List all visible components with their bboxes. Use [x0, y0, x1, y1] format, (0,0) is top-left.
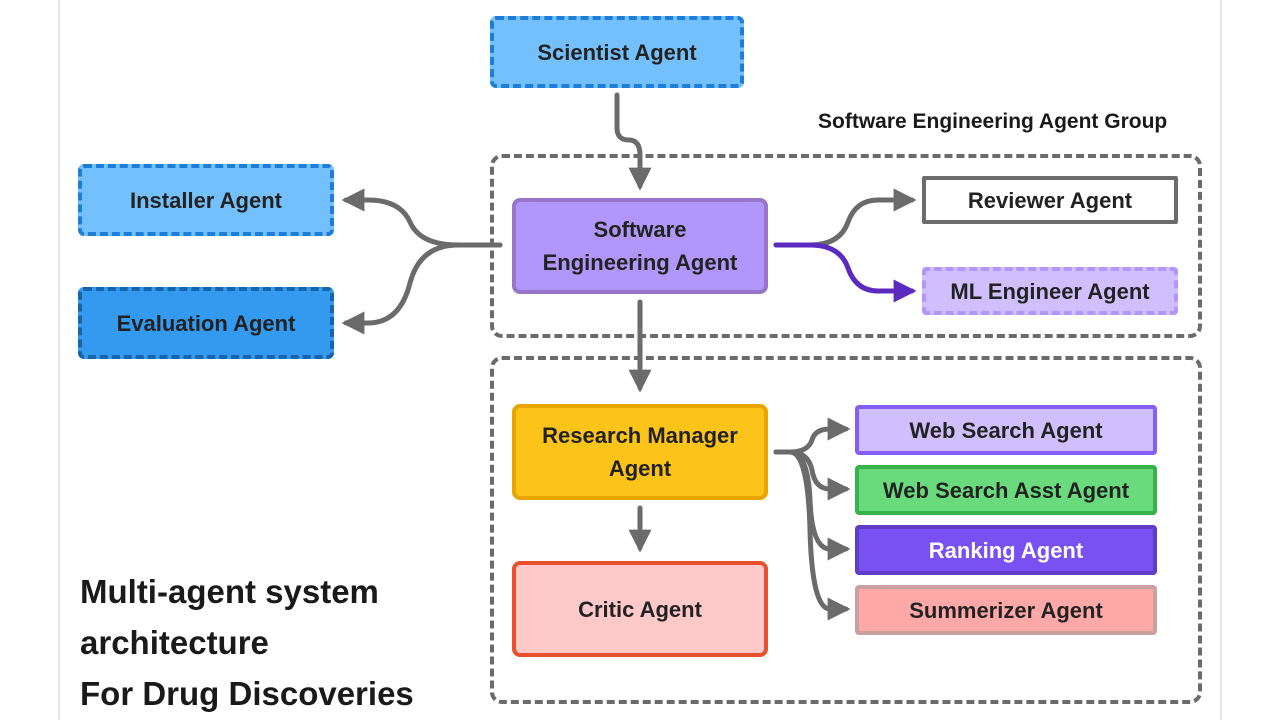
summerizer-agent-label: Summerizer Agent [909, 597, 1103, 623]
ranking-agent-node[interactable]: Ranking Agent [855, 525, 1157, 575]
title-line-1: Multi-agent system [80, 573, 379, 610]
web-search-asst-agent-label: Web Search Asst Agent [882, 477, 1130, 503]
evaluation-agent-label: Evaluation Agent [116, 310, 296, 336]
critic-agent-node[interactable]: Critic Agent [512, 561, 768, 657]
research-manager-agent-label: Research Manager Agent [542, 423, 738, 481]
scientist-agent-node[interactable]: Scientist Agent [490, 16, 744, 88]
frame-right-border [1220, 0, 1222, 720]
summerizer-agent-node[interactable]: Summerizer Agent [855, 585, 1157, 635]
edge-research-to-summerizer [773, 449, 851, 621]
diagram-title: Multi-agent system architecture For Drug… [80, 566, 414, 719]
research-manager-agent-node[interactable]: Research Manager Agent [512, 404, 768, 500]
scientist-agent-label: Scientist Agent [537, 39, 697, 65]
edge-software-to-evaluation [341, 242, 503, 335]
edge-software-to-reviewer [773, 188, 917, 248]
research-group [490, 356, 1202, 704]
ml-engineer-agent-label: ML Engineer Agent [950, 278, 1150, 304]
web-search-agent-label: Web Search Agent [909, 417, 1103, 443]
web-search-asst-agent-node[interactable]: Web Search Asst Agent [855, 465, 1157, 515]
critic-agent-label: Critic Agent [578, 596, 702, 622]
frame-left-border [58, 0, 60, 720]
installer-agent-node[interactable]: Installer Agent [78, 164, 334, 236]
software-engineering-agent-node[interactable]: Software Engineering Agent [512, 198, 768, 294]
software-engineering-agent-label: Software Engineering Agent [542, 217, 738, 275]
title-line-3: For Drug Discoveries [80, 675, 414, 712]
reviewer-agent-label: Reviewer Agent [967, 187, 1133, 213]
ml-engineer-agent-node[interactable]: ML Engineer Agent [922, 267, 1178, 315]
evaluation-agent-node[interactable]: Evaluation Agent [78, 287, 334, 359]
edge-research-to-websearch [773, 417, 851, 455]
reviewer-agent-node[interactable]: Reviewer Agent [922, 176, 1178, 224]
installer-agent-label: Installer Agent [130, 187, 282, 213]
title-line-2: architecture [80, 624, 269, 661]
edge-software-to-installer [341, 188, 503, 248]
edge-scientist-to-software [614, 92, 652, 191]
group-label: Software Engineering Agent Group [818, 110, 1168, 133]
edge-software-to-ml-engineer [773, 242, 917, 303]
ranking-agent-label: Ranking Agent [928, 537, 1084, 563]
web-search-agent-node[interactable]: Web Search Agent [855, 405, 1157, 455]
